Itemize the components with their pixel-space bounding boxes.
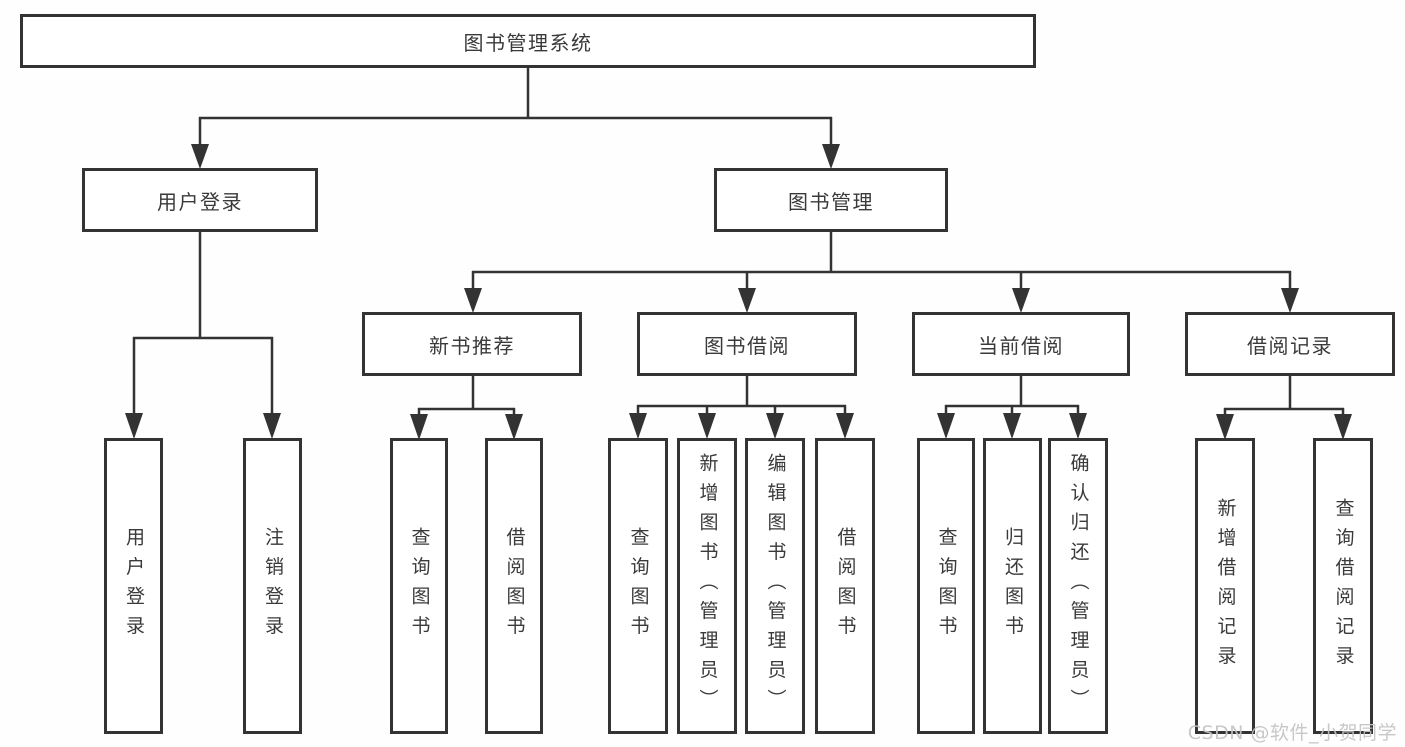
- leaf-user-login: 用户登录: [104, 438, 163, 734]
- connector-newbooks-to-leaves: [410, 376, 523, 440]
- leaf-records-add-record: 新增借阅记录: [1195, 438, 1255, 734]
- node-book-borrowing: 图书借阅: [637, 312, 857, 376]
- leaf-logout-label: 注销登录: [262, 527, 284, 645]
- leaf-borrow-query-books-label: 查询图书: [627, 527, 650, 645]
- leaf-records-add-record-label: 新增借阅记录: [1214, 497, 1237, 675]
- connector-current-to-leaves: [937, 376, 1087, 439]
- root-node-library-system: 图书管理系统: [20, 14, 1036, 68]
- leaf-current-return-books: 归还图书: [983, 438, 1042, 734]
- leaf-newbooks-query-books: 查询图书: [390, 438, 448, 734]
- leaf-newbooks-query-books-label: 查询图书: [408, 527, 431, 645]
- root-node-label: 图书管理系统: [463, 30, 593, 55]
- leaf-borrow-edit-books-admin: 编辑图书（管理员）: [745, 438, 805, 734]
- connector-root-to-level2: [191, 68, 840, 169]
- leaf-logout: 注销登录: [243, 438, 302, 734]
- node-new-book-recommend: 新书推荐: [362, 312, 582, 376]
- node-book-management: 图书管理: [714, 168, 948, 232]
- connector-mgmt-to-level3: [464, 232, 1299, 313]
- leaf-current-query-books-label: 查询图书: [935, 527, 958, 645]
- leaf-current-query-books: 查询图书: [917, 438, 975, 734]
- leaf-newbooks-borrow-books: 借阅图书: [485, 438, 543, 734]
- leaf-borrow-edit-books-admin-label: 编辑图书（管理员）: [764, 453, 787, 719]
- connector-borrow-to-leaves: [629, 376, 854, 439]
- connector-records-to-leaves: [1216, 376, 1352, 440]
- node-book-management-label: 图书管理: [788, 189, 874, 214]
- leaf-records-query-record: 查询借阅记录: [1313, 438, 1373, 734]
- connector-login-to-leaves: [125, 232, 281, 439]
- leaf-current-confirm-return-admin-label: 确认归还（管理员）: [1067, 453, 1090, 719]
- node-user-login-label: 用户登录: [157, 189, 243, 214]
- node-current-borrowing-label: 当前借阅: [978, 333, 1064, 358]
- leaf-borrow-add-books-admin: 新增图书（管理员）: [677, 438, 737, 734]
- leaf-current-return-books-label: 归还图书: [1002, 527, 1024, 645]
- leaf-records-query-record-label: 查询借阅记录: [1332, 497, 1355, 675]
- csdn-watermark: CSDN @软件_小贺同学: [1187, 722, 1397, 744]
- node-borrowing-records: 借阅记录: [1185, 312, 1395, 376]
- leaf-user-login-label: 用户登录: [123, 527, 145, 645]
- leaf-borrow-add-books-admin-label: 新增图书（管理员）: [696, 453, 719, 719]
- leaf-newbooks-borrow-books-label: 借阅图书: [503, 527, 526, 645]
- leaf-borrow-borrow-books: 借阅图书: [815, 438, 875, 734]
- node-new-book-recommend-label: 新书推荐: [429, 333, 515, 358]
- node-user-login: 用户登录: [82, 168, 318, 232]
- node-current-borrowing: 当前借阅: [912, 312, 1130, 376]
- leaf-current-confirm-return-admin: 确认归还（管理员）: [1048, 438, 1108, 734]
- node-book-borrowing-label: 图书借阅: [704, 333, 790, 358]
- node-borrowing-records-label: 借阅记录: [1247, 333, 1333, 358]
- leaf-borrow-query-books: 查询图书: [608, 438, 668, 734]
- leaf-borrow-borrow-books-label: 借阅图书: [834, 527, 857, 645]
